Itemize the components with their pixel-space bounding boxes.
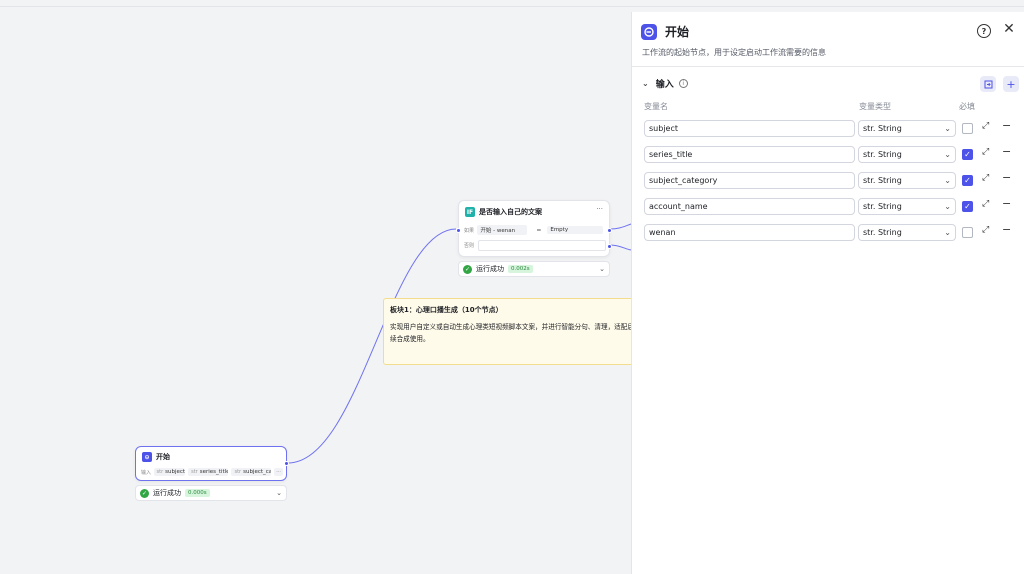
- panel-header: 开始: [641, 23, 689, 40]
- variable-type-select[interactable]: str. String⌄: [858, 146, 956, 163]
- input-row: wenan str. String⌄ ⤢ −: [644, 223, 1014, 241]
- condition-row: 如果 开始 - wenan = Empty: [464, 225, 606, 235]
- chevron-down-icon[interactable]: ⌄: [599, 265, 605, 273]
- edge-if-true-out: [609, 223, 632, 230]
- status-text: 运行成功: [153, 489, 181, 497]
- input-row: subject str. String⌄ ⤢ −: [644, 119, 1014, 137]
- expand-icon[interactable]: ⤢: [982, 121, 990, 131]
- note-body: 实现用户自定义或自动生成心理类短视频脚本文案，并进行智能分句、清理，适配后续合成…: [390, 323, 634, 343]
- chevron-down-icon: ⌄: [944, 176, 951, 185]
- required-checkbox[interactable]: [962, 123, 973, 134]
- add-icon[interactable]: +: [1003, 76, 1019, 92]
- if-node-title: 是否输入自己的文案: [479, 208, 542, 216]
- column-header-type: 变量类型: [859, 102, 891, 111]
- status-text: 运行成功: [476, 265, 504, 273]
- if-input-handle[interactable]: [456, 228, 461, 233]
- variable-name-input[interactable]: subject_category: [644, 172, 855, 189]
- expand-icon[interactable]: ⤢: [982, 173, 990, 183]
- input-row: series_title str. String⌄ ✓ ⤢ −: [644, 145, 1014, 163]
- input-row: subject_category str. String⌄ ✓ ⤢ −: [644, 171, 1014, 189]
- remove-icon[interactable]: −: [1002, 171, 1012, 184]
- chevron-down-icon[interactable]: ⌄: [642, 79, 649, 88]
- chevron-down-icon: ⌄: [944, 202, 951, 211]
- more-tags-indicator: ···: [274, 468, 283, 476]
- condition-left-operand[interactable]: 开始 - wenan: [477, 225, 528, 235]
- start-node-title: 开始: [156, 453, 170, 461]
- top-divider: [0, 6, 1024, 7]
- section-title: 输入: [655, 80, 674, 90]
- condition-right-operand[interactable]: Empty: [547, 226, 603, 234]
- start-icon: [641, 23, 657, 40]
- note-title: 板块1：心理口播生成（10个节点）: [390, 306, 503, 314]
- variable-type-select[interactable]: str. String⌄: [858, 120, 956, 137]
- variable-type-select[interactable]: str. String⌄: [858, 224, 956, 241]
- variable-name-input[interactable]: wenan: [644, 224, 855, 241]
- check-circle-icon: ✓: [140, 488, 149, 498]
- required-checkbox[interactable]: ✓: [962, 149, 973, 160]
- node-more-button[interactable]: ···: [596, 205, 603, 213]
- chevron-down-icon: ⌄: [944, 124, 951, 133]
- panel-description: 工作流的起始节点，用于设定启动工作流需要的信息: [642, 48, 826, 57]
- note-card[interactable]: 板块1：心理口播生成（10个节点） 实现用户自定义或自动生成心理类短视频脚本文案…: [383, 298, 643, 365]
- if-false-handle[interactable]: [607, 244, 612, 249]
- required-checkbox[interactable]: [962, 227, 973, 238]
- input-row: account_name str. String⌄ ✓ ⤢ −: [644, 197, 1014, 215]
- chevron-down-icon[interactable]: ⌄: [276, 489, 282, 497]
- edge-if-false-out: [609, 244, 632, 251]
- variable-name-input[interactable]: subject: [644, 120, 855, 137]
- import-icon[interactable]: [980, 76, 996, 92]
- node-config-panel: 开始 ? ✕ 工作流的起始节点，用于设定启动工作流需要的信息 ⌄ 输入 i + …: [631, 12, 1024, 574]
- if-true-handle[interactable]: [607, 228, 612, 233]
- column-header-required: 必填: [959, 102, 975, 111]
- if-node[interactable]: IF 是否输入自己的文案 ··· 如果 开始 - wenan = Empty 否…: [456, 200, 612, 257]
- chevron-down-icon: ⌄: [944, 228, 951, 237]
- variable-type-select[interactable]: str. String⌄: [858, 172, 956, 189]
- time-badge: 0.002s: [508, 265, 533, 273]
- required-checkbox[interactable]: ✓: [962, 175, 973, 186]
- variable-type-select[interactable]: str. String⌄: [858, 198, 956, 215]
- variable-name-input[interactable]: series_title: [644, 146, 855, 163]
- condition-operator[interactable]: =: [536, 226, 542, 234]
- input-section-header[interactable]: ⌄ 输入 i: [642, 77, 688, 90]
- else-box: [478, 240, 606, 251]
- check-circle-icon: ✓: [463, 264, 472, 274]
- expand-icon[interactable]: ⤢: [982, 199, 990, 209]
- condition-label: 如果: [464, 227, 475, 234]
- remove-icon[interactable]: −: [1002, 145, 1012, 158]
- column-header-name: 变量名: [644, 102, 668, 111]
- help-icon[interactable]: ?: [977, 24, 991, 38]
- panel-title: 开始: [665, 25, 690, 39]
- expand-icon[interactable]: ⤢: [982, 147, 990, 157]
- remove-icon[interactable]: −: [1002, 119, 1012, 132]
- chevron-down-icon: ⌄: [944, 150, 951, 159]
- variable-name-input[interactable]: account_name: [644, 198, 855, 215]
- remove-icon[interactable]: −: [1002, 197, 1012, 210]
- remove-icon[interactable]: −: [1002, 223, 1012, 236]
- expand-icon[interactable]: ⤢: [982, 225, 990, 235]
- input-label: 输入: [141, 469, 152, 476]
- start-icon: ⊖: [142, 452, 152, 462]
- start-output-handle[interactable]: [284, 461, 289, 466]
- if-node-status[interactable]: ✓ 运行成功 0.002s ⌄: [458, 261, 610, 277]
- panel-divider: [632, 66, 1024, 67]
- close-icon[interactable]: ✕: [1003, 21, 1015, 37]
- if-icon: IF: [465, 207, 475, 217]
- info-icon[interactable]: i: [678, 79, 688, 88]
- time-badge: 0.000s: [185, 489, 210, 497]
- else-label: 否则: [464, 243, 475, 249]
- required-checkbox[interactable]: ✓: [962, 201, 973, 212]
- else-row: 否则: [464, 240, 606, 251]
- start-node-status[interactable]: ✓ 运行成功 0.000s ⌄: [135, 485, 287, 501]
